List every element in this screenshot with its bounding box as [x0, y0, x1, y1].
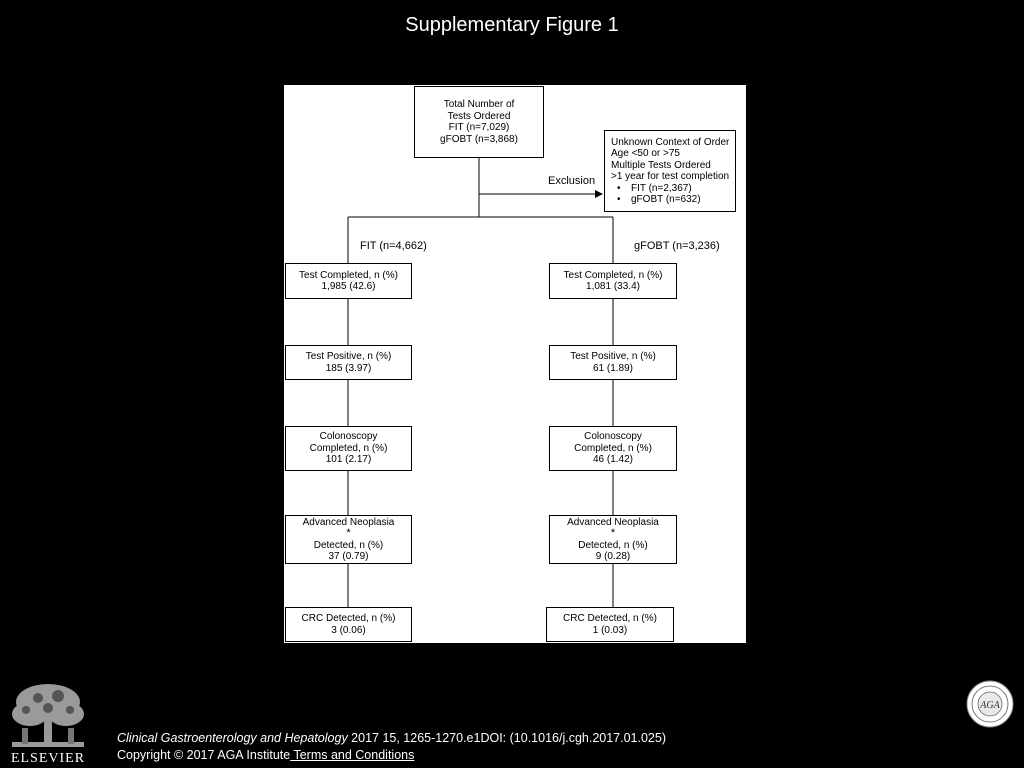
gfobt-completed-label: Test Completed, n (%) — [563, 269, 663, 281]
exclusion-label: Exclusion — [548, 175, 596, 187]
journal-name: Clinical Gastroenterology and Hepatology — [117, 731, 348, 745]
exclusion-line-4: >1 year for test completion — [611, 171, 730, 182]
copyright-text: Copyright © 2017 AGA Institute — [117, 748, 291, 762]
gfobt-colonoscopy-value: 46 (1.42) — [592, 454, 634, 466]
exclusion-box: Unknown Context of Order Age <50 or >75 … — [604, 130, 736, 212]
gfobt-colonoscopy-box: Colonoscopy Completed, n (%) 46 (1.42) — [549, 426, 677, 471]
gfobt-neoplasia-box: Advanced Neoplasia* Detected, n (%) 9 (0… — [549, 515, 677, 564]
terms-and-conditions-link[interactable]: Terms and Conditions — [290, 748, 415, 762]
gfobt-crc-label: CRC Detected, n (%) — [563, 613, 657, 624]
gfobt-positive-label: Test Positive, n (%) — [570, 351, 656, 362]
total-line-4: gFOBT (n=3,868) — [440, 133, 518, 145]
elsevier-wordmark: ELSEVIER — [10, 751, 86, 766]
copyright-line: Copyright © 2017 AGA Institute Terms and… — [117, 748, 414, 762]
citation-details: 2017 15, 1265-1270.e1DOI: (10.1016/j.cgh… — [347, 731, 667, 745]
fit-neoplasia-line-1: Advanced Neoplasia* — [302, 516, 395, 539]
fit-crc-detected-box: CRC Detected, n (%) 3 (0.06) — [285, 607, 412, 642]
fit-branch-label: FIT (n=4,662) — [360, 240, 427, 252]
fit-completed-value: 1,985 (42.6) — [321, 281, 376, 292]
gfobt-colonoscopy-line-2: Completed, n (%) — [574, 442, 652, 454]
aga-seal-text: AGA — [979, 700, 1000, 711]
exclusion-bullet-fit: FIT (n=2,367) — [611, 183, 692, 195]
fit-positive-value: 185 (3.97) — [325, 362, 372, 374]
gfobt-branch-label: gFOBT (n=3,236) — [634, 240, 720, 252]
fit-test-completed-box: Test Completed, n (%) 1,985 (42.6) — [285, 263, 412, 299]
fit-neoplasia-asterisk: * — [346, 527, 351, 539]
fit-colonoscopy-value: 101 (2.17) — [325, 454, 372, 466]
aga-seal-icon: AGA — [966, 680, 1014, 728]
total-line-2: Tests Ordered — [447, 110, 511, 122]
total-line-1: Total Number of — [443, 99, 515, 110]
gfobt-test-completed-box: Test Completed, n (%) 1,081 (33.4) — [549, 263, 677, 299]
gfobt-neoplasia-asterisk: * — [610, 527, 616, 539]
gfobt-positive-value: 61 (1.89) — [592, 362, 634, 374]
gfobt-test-positive-box: Test Positive, n (%) 61 (1.89) — [549, 345, 677, 380]
gfobt-colonoscopy-line-1: Colonoscopy — [584, 431, 642, 443]
fit-crc-label: CRC Detected, n (%) — [301, 613, 396, 624]
total-line-3: FIT (n=7,029) — [448, 122, 510, 133]
fit-colonoscopy-box: Colonoscopy Completed, n (%) 101 (2.17) — [285, 426, 412, 471]
elsevier-tree-logo-icon — [8, 680, 88, 750]
gfobt-crc-detected-box: CRC Detected, n (%) 1 (0.03) — [546, 607, 674, 642]
fit-completed-label: Test Completed, n (%) — [299, 269, 398, 281]
fit-colonoscopy-line-2: Completed, n (%) — [309, 442, 388, 454]
exclusion-line-1: Unknown Context of Order — [611, 136, 730, 148]
gfobt-neoplasia-line-2: Detected, n (%) — [578, 539, 648, 551]
flowchart-connectors — [347, 158, 614, 607]
fit-crc-value: 3 (0.06) — [331, 624, 366, 636]
citation: Clinical Gastroenterology and Hepatology… — [117, 731, 666, 745]
exclusion-line-3: Multiple Tests Ordered — [611, 159, 711, 171]
exclusion-bullet-gfobt: gFOBT (n=632) — [611, 194, 701, 206]
gfobt-completed-value: 1,081 (33.4) — [586, 281, 640, 292]
exclusion-line-2: Age <50 or >75 — [611, 148, 680, 159]
fit-neoplasia-box: Advanced Neoplasia* Detected, n (%) 37 (… — [285, 515, 412, 564]
fit-positive-label: Test Positive, n (%) — [305, 351, 392, 362]
fit-neoplasia-value: 37 (0.79) — [328, 551, 369, 562]
gfobt-neoplasia-line-1: Advanced Neoplasia* — [567, 516, 659, 539]
slide-title: Supplementary Figure 1 — [405, 14, 619, 36]
flowchart-panel: Total Number of Tests Ordered FIT (n=7,0… — [284, 85, 746, 643]
gfobt-crc-value: 1 (0.03) — [592, 624, 628, 636]
total-tests-box: Total Number of Tests Ordered FIT (n=7,0… — [414, 86, 544, 158]
fit-colonoscopy-line-1: Colonoscopy — [319, 431, 378, 443]
fit-neoplasia-line-2: Detected, n (%) — [313, 539, 384, 551]
gfobt-neoplasia-value: 9 (0.28) — [595, 551, 631, 562]
fit-test-positive-box: Test Positive, n (%) 185 (3.97) — [285, 345, 412, 380]
